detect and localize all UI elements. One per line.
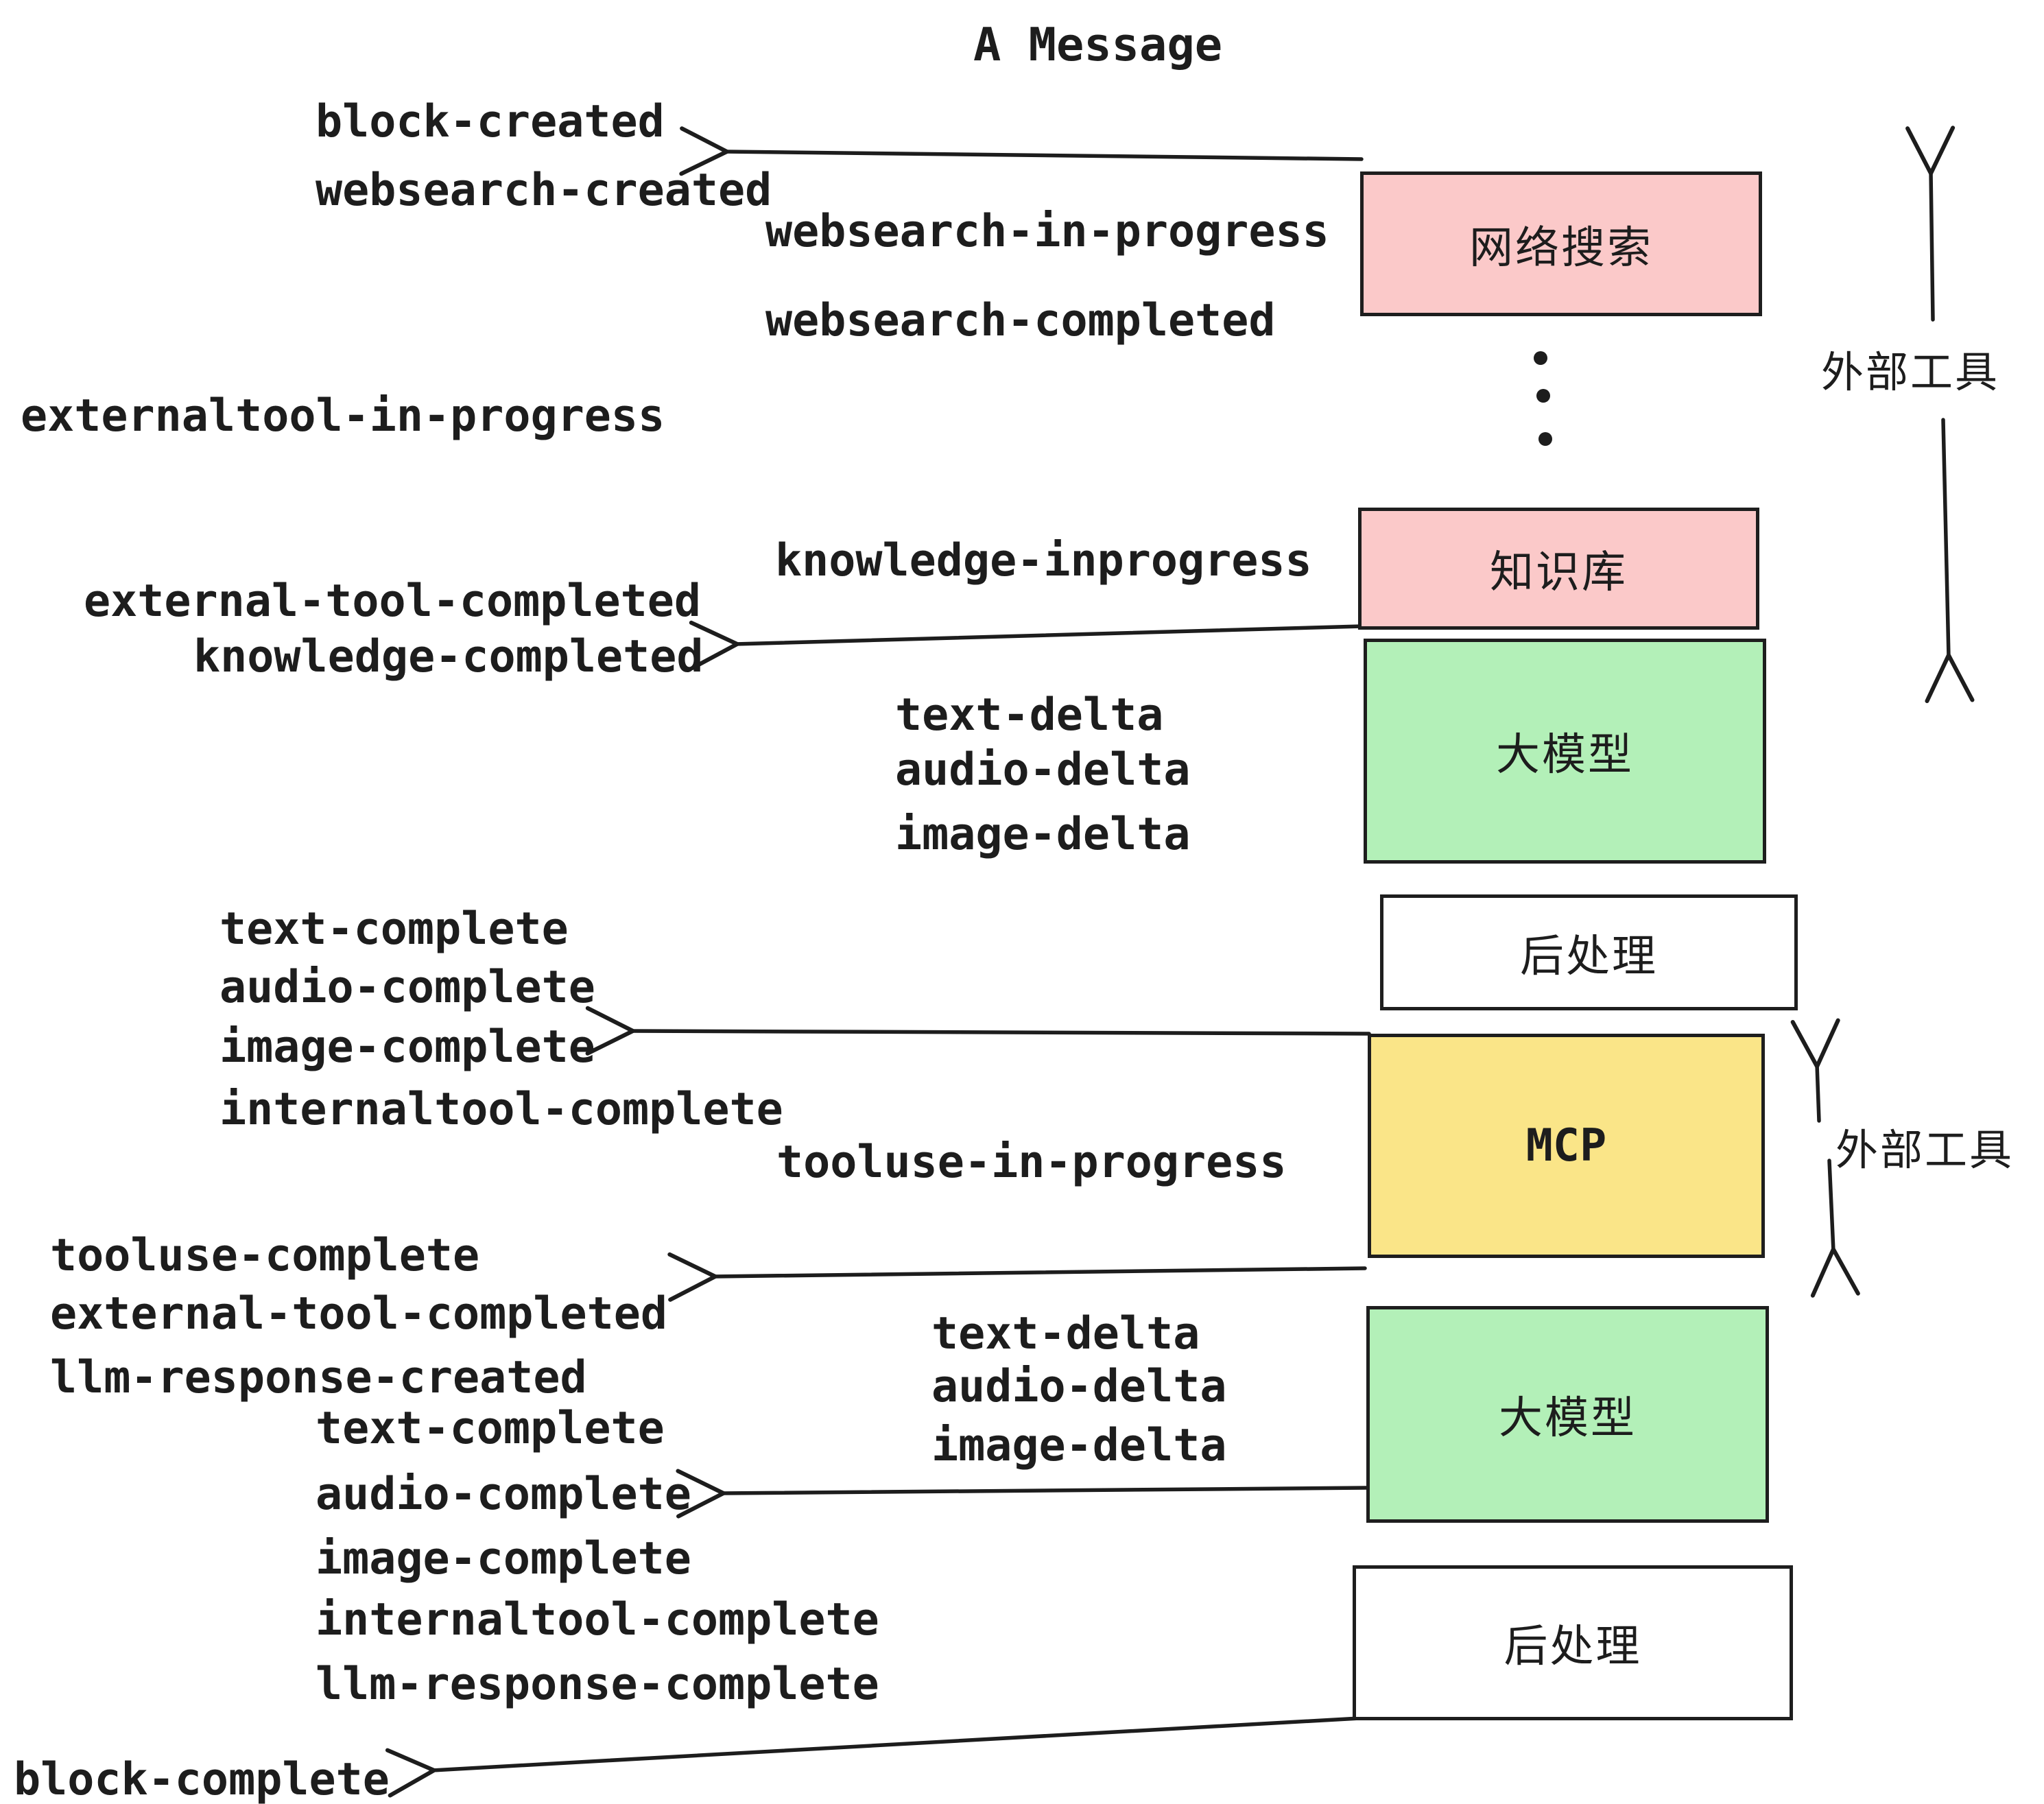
arrow-block-complete <box>432 1716 1362 1770</box>
external-tools-arrow-up-2 <box>1817 1065 1819 1123</box>
event-label-external-tool-completed-1: external-tool-completed <box>84 575 702 627</box>
arrow-internal-complete-top <box>631 1031 1371 1034</box>
event-label-image-delta-1: image-delta <box>895 809 1191 860</box>
box-llm-top: 大模型 <box>1364 639 1766 864</box>
arrow-knowledge-completed <box>735 626 1364 644</box>
ellipsis-dots <box>1534 351 1552 446</box>
event-label-audio-delta-2: audio-delta <box>931 1361 1227 1412</box>
side-label-external-tools-2: 外部工具 <box>1835 1125 2015 1175</box>
event-label-websearch-in-progress: websearch-in-progress <box>765 206 1329 257</box>
box-postprocess-top: 后处理 <box>1380 894 1798 1010</box>
event-label-websearch-completed: websearch-completed <box>765 295 1276 346</box>
page-title: A Message <box>973 18 1223 71</box>
event-label-image-complete-2: image-complete <box>316 1533 691 1585</box>
side-label-external-tools-1: 外部工具 <box>1821 347 2000 397</box>
box-llm-bottom: 大模型 <box>1366 1306 1769 1523</box>
box-postprocess-top-label: 后处理 <box>1520 931 1658 982</box>
event-label-audio-complete-2: audio-complete <box>316 1469 691 1520</box>
event-label-internaltool-complete-2: internaltool-complete <box>316 1594 879 1646</box>
box-websearch: 网络搜索 <box>1360 171 1762 316</box>
event-label-image-complete-1: image-complete <box>219 1021 595 1073</box>
event-label-knowledge-inprogress: knowledge-inprogress <box>775 535 1312 586</box>
external-tools-arrow-down-2 <box>1829 1159 1833 1251</box>
external-tools-arrow-up-1 <box>1931 171 1933 322</box>
box-postprocess-bottom: 后处理 <box>1353 1565 1793 1720</box>
arrow-websearch-created <box>725 152 1364 159</box>
box-knowledge: 知识库 <box>1358 508 1759 630</box>
external-tools-arrow-down-1 <box>1943 418 1949 657</box>
event-label-text-complete-1: text-complete <box>219 903 569 955</box>
event-label-audio-complete-1: audio-complete <box>219 962 595 1013</box>
event-label-externaltool-in-progress: externaltool-in-progress <box>21 390 665 442</box>
box-llm-top-label: 大模型 <box>1496 730 1634 781</box>
event-label-llm-response-complete: llm-response-complete <box>316 1659 879 1710</box>
event-label-tooluse-in-progress: tooluse-in-progress <box>776 1137 1287 1188</box>
box-knowledge-label: 知识库 <box>1490 547 1628 598</box>
event-label-block-created: block-created <box>316 96 665 147</box>
event-label-knowledge-completed: knowledge-completed <box>193 631 704 683</box>
box-mcp-label: MCP <box>1525 1120 1607 1172</box>
event-label-internaltool-complete-1: internaltool-complete <box>219 1084 783 1135</box>
box-mcp: MCP <box>1368 1034 1765 1258</box>
event-label-websearch-created: websearch-created <box>316 165 772 216</box>
event-label-text-delta-1: text-delta <box>895 689 1164 741</box>
event-label-audio-delta-1: audio-delta <box>895 744 1191 796</box>
event-label-block-complete: block-complete <box>14 1754 390 1804</box>
event-label-llm-response-created: llm-response-created <box>50 1352 587 1403</box>
box-llm-bottom-label: 大模型 <box>1499 1393 1637 1444</box>
arrow-tooluse-complete <box>713 1268 1367 1277</box>
event-label-text-complete-2: text-complete <box>316 1403 665 1454</box>
arrow-llm-complete-bottom <box>722 1488 1368 1493</box>
event-label-tooluse-complete: tooluse-complete <box>50 1230 480 1281</box>
box-postprocess-bottom-label: 后处理 <box>1504 1622 1642 1672</box>
event-label-text-delta-2: text-delta <box>931 1308 1200 1360</box>
event-label-external-tool-completed-2: external-tool-completed <box>50 1288 668 1340</box>
event-label-image-delta-2: image-delta <box>931 1420 1227 1471</box>
box-websearch-label: 网络搜索 <box>1469 222 1653 274</box>
